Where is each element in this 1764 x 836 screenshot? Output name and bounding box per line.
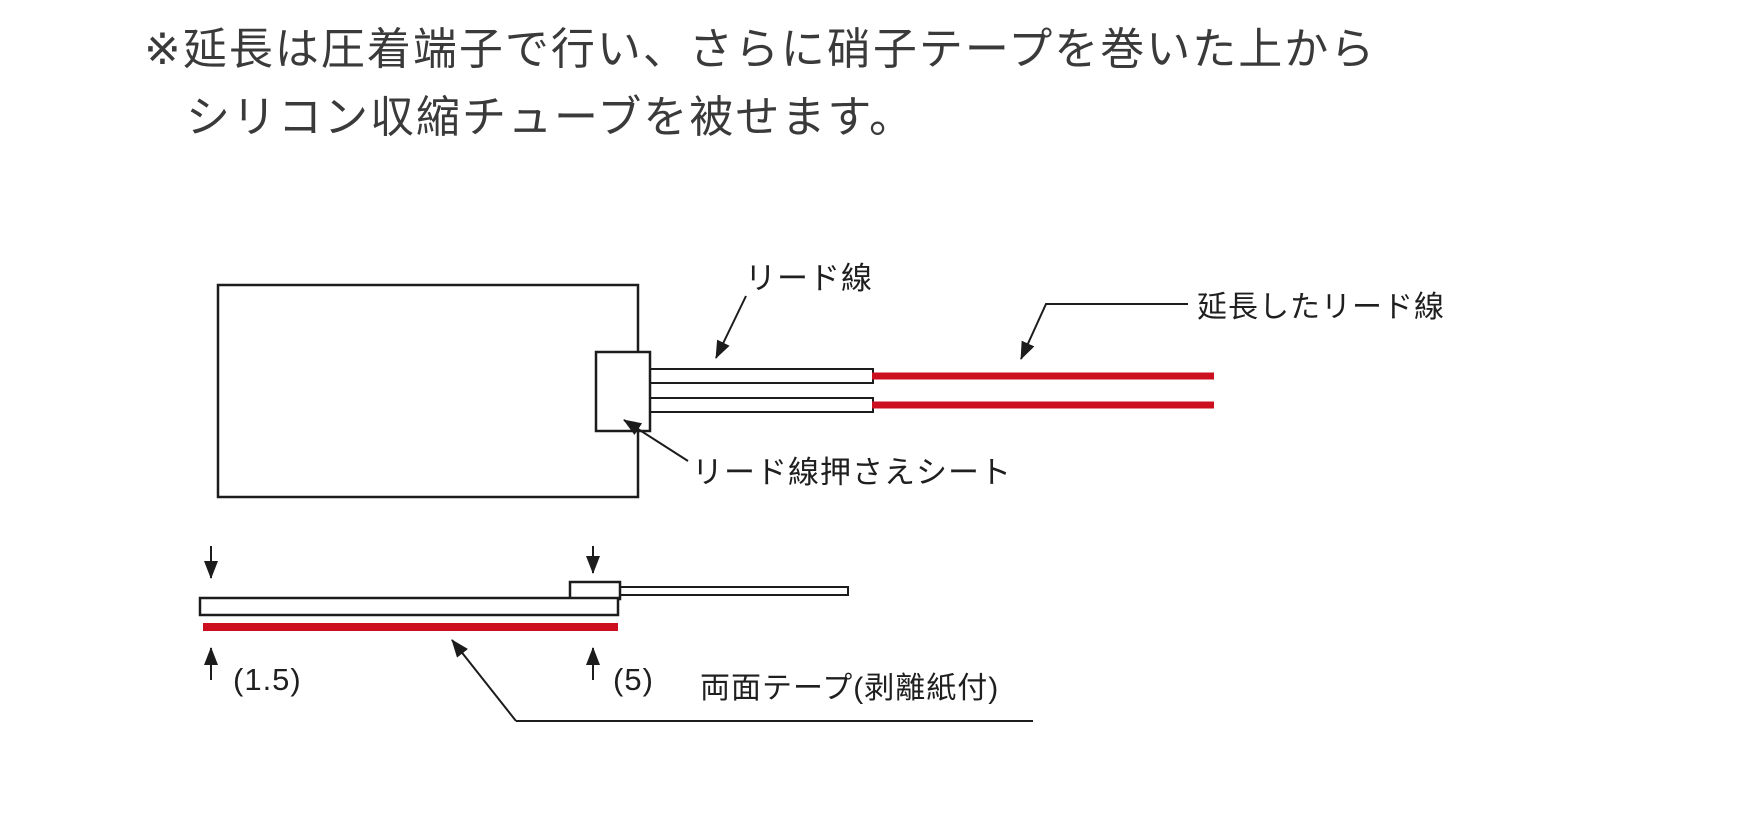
heater-sheet-side-view xyxy=(198,596,620,617)
press-sheet-leader-arrow xyxy=(623,419,689,462)
label-dim-right: (5) xyxy=(613,662,654,697)
heater-sheet-top-view xyxy=(216,283,640,499)
lead-wire-2-outline xyxy=(648,397,874,413)
label-double-sided-tape: 両面テープ(剥離紙付) xyxy=(700,672,999,705)
lead-wire-press-sheet-rect xyxy=(594,350,652,433)
lead-wire-side-view xyxy=(619,586,849,596)
lead-wire-1-outline xyxy=(648,368,874,384)
note-line-1: ※延長は圧着端子で行い、さらに硝子テープを巻いた上から xyxy=(144,25,1377,74)
note-line-2: シリコン収縮チューブを被せます。 xyxy=(186,93,915,142)
extended-lead-wire-leader-arrow xyxy=(1020,303,1188,360)
lead-wire-leader-arrow xyxy=(715,295,747,359)
label-lead-wire: リード線 xyxy=(745,261,873,296)
label-extended-lead-wire: 延長したリード線 xyxy=(1197,291,1445,324)
label-press-sheet: リード線押さえシート xyxy=(692,455,1012,490)
tape-leader-arrow xyxy=(451,639,517,722)
press-sheet-side-view xyxy=(568,580,622,601)
label-dim-left: (1.5) xyxy=(233,662,302,697)
